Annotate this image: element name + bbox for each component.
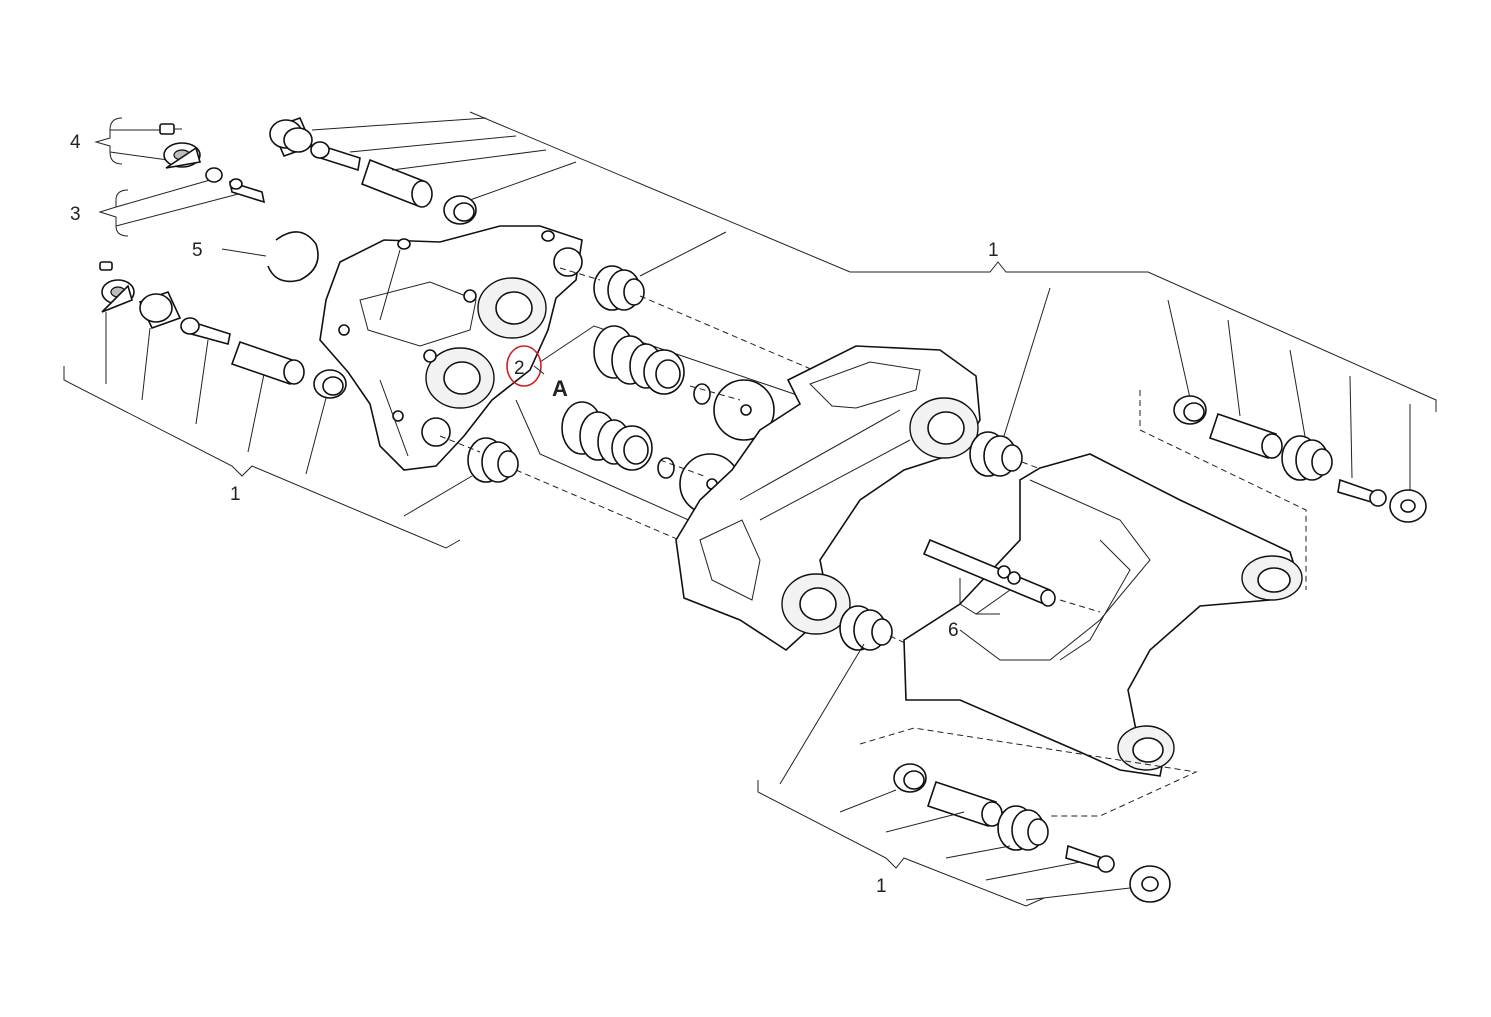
bleeder-cap-part — [163, 142, 202, 169]
dust-boot-bottom-part — [997, 805, 1049, 851]
dust-boot-lower-part — [467, 437, 519, 483]
callout-label-1-bottom: 1 — [876, 876, 887, 897]
washer-right-part — [1389, 489, 1427, 523]
sleeve-lower-part — [230, 340, 305, 386]
dust-boot-right-part — [1281, 435, 1333, 481]
bushing-bottom-part — [893, 763, 927, 793]
callout-label-3: 3 — [70, 204, 81, 225]
spring-clip-part — [997, 565, 1021, 585]
callout-label-2: 2 — [514, 358, 525, 379]
callout-group-2: 2 — [506, 345, 545, 387]
callout-group-4: 4 — [70, 117, 202, 169]
sleeve-right-part — [1208, 412, 1283, 460]
anti-rattle-disc-upper-part — [713, 379, 775, 441]
dust-boot-carrier-lower-part — [839, 605, 893, 651]
dust-boot-carrier-upper-part — [969, 431, 1023, 477]
pin-small-lower-part — [657, 457, 675, 479]
carrier-bracket-part — [675, 345, 981, 652]
circlip-part — [267, 231, 319, 283]
piston-seal-upper-part — [593, 325, 685, 395]
sleeve-top-part — [361, 158, 433, 208]
sleeve-bottom-part — [926, 780, 1003, 828]
section-a-piston-kit: A — [515, 325, 801, 535]
callout-group-1-left: 1 — [63, 366, 461, 549]
washer-bottom-part — [1129, 865, 1171, 903]
piston-seal-lower-part — [561, 401, 653, 471]
small-washer-part — [205, 167, 223, 183]
dust-boot-upper-part — [593, 265, 645, 311]
callout-group-3: 3 — [70, 167, 266, 237]
bushing-lower-right-part — [313, 369, 347, 399]
section-label-a: A — [552, 376, 568, 401]
callout-group-1-top: 1 — [469, 111, 1437, 490]
callout-label-4: 4 — [70, 132, 81, 153]
bolt-right-part — [1337, 478, 1387, 507]
bushing-right-part — [1173, 395, 1207, 425]
guide-pin-small-part — [228, 178, 266, 204]
callout-label-1-top: 1 — [988, 240, 999, 261]
lower-left-parts — [99, 261, 347, 475]
caliper-body-part — [319, 225, 583, 471]
bottom-kit-group: 1 — [757, 643, 1198, 907]
bushing-lower-part — [138, 291, 182, 329]
brake-shoe-bracket-part — [903, 453, 1303, 777]
bolt-top-part — [310, 141, 361, 172]
pin-small-upper-part — [693, 383, 711, 405]
bolt-lower-part — [180, 317, 231, 345]
callout-group-6: 6 — [922, 538, 1101, 641]
callout-group-5: 5 — [192, 231, 319, 283]
bushing-top-part — [269, 116, 314, 158]
bolt-bottom-part — [1065, 844, 1115, 873]
callout-label-6: 6 — [948, 620, 959, 641]
callout-2-highlight-circle — [506, 345, 542, 387]
callout-label-1-left: 1 — [230, 484, 241, 505]
bleeder-cap-lower-part — [99, 261, 135, 313]
callout-label-5: 5 — [192, 240, 203, 261]
bushing-top-right-part — [443, 195, 477, 225]
bleeder-screw-part — [159, 123, 182, 135]
right-kit-group — [1139, 390, 1427, 590]
upper-left-parts — [269, 116, 577, 225]
